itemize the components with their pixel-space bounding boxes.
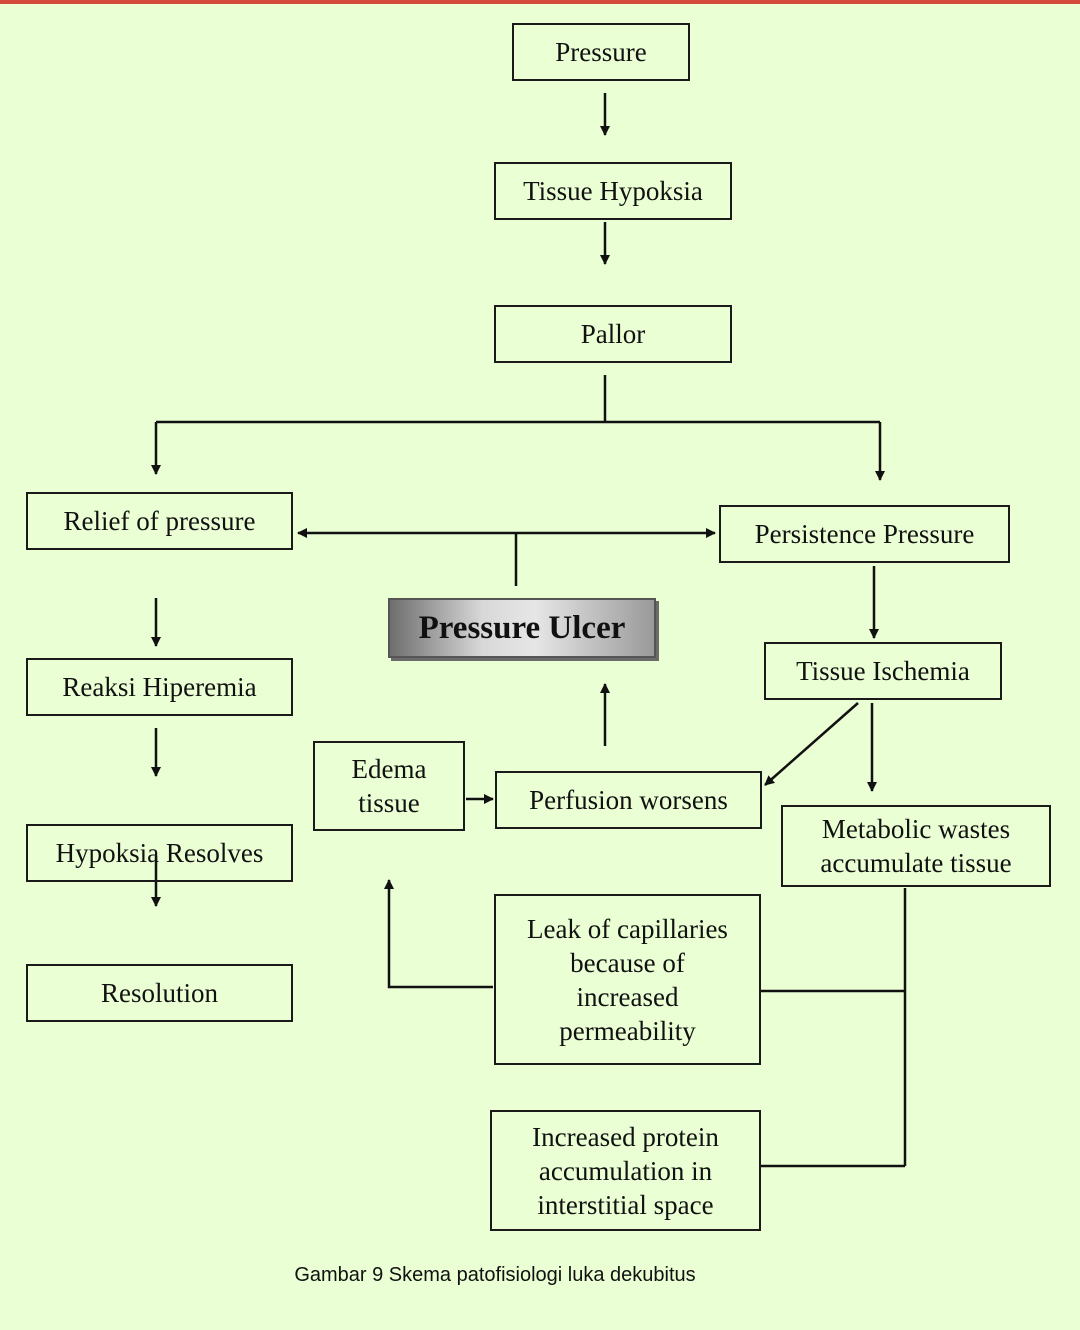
node-hypoksia-resolves: Hypoksia Resolves [26,824,293,882]
arrow-ischemia-to-perfusion [764,702,859,786]
node-relief-of-pressure: Relief of pressure [26,492,293,550]
node-pallor: Pallor [494,305,732,363]
node-metabolic-wastes: Metabolic wastes accumulate tissue [781,805,1051,887]
node-tissue-hypoksia: Tissue Hypoksia [494,162,732,220]
node-edema-tissue: Edema tissue [313,741,465,831]
node-perfusion-worsens: Perfusion worsens [495,771,762,829]
node-leak-of-capillaries: Leak of capillaries because of increased… [494,894,761,1065]
arrow-leak-to-edema [384,879,493,989]
node-resolution: Resolution [26,964,293,1022]
node-increased-protein: Increased protein accumulation in inters… [490,1110,761,1231]
node-pressure-ulcer: Pressure Ulcer [388,598,656,658]
node-reaksi-hiperemia: Reaksi Hiperemia [26,658,293,716]
top-border-bar [0,0,1080,4]
figure-caption: Gambar 9 Skema patofisiologi luka dekubi… [294,1264,696,1286]
node-persistence-pressure: Persistence Pressure [719,505,1010,563]
node-pressure: Pressure [512,23,690,81]
node-tissue-ischemia: Tissue Ischemia [764,642,1002,700]
